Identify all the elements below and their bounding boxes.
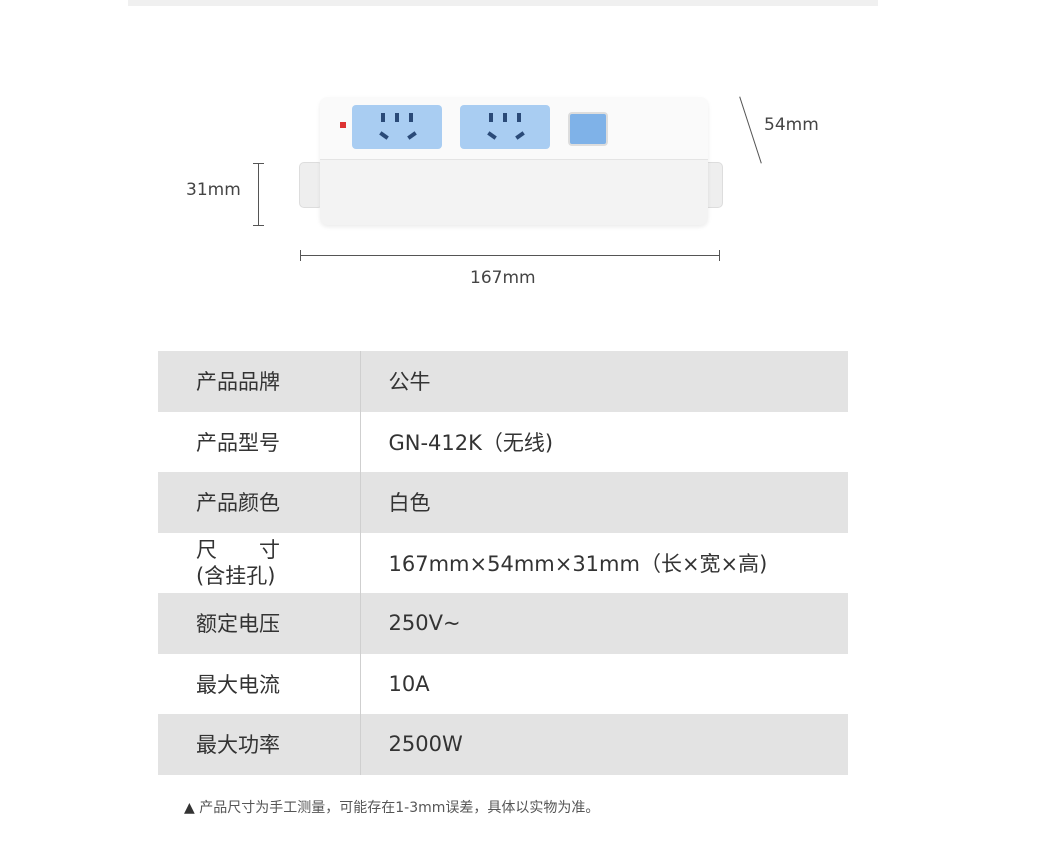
length-dim-line: [300, 255, 720, 256]
note-text: 产品尺寸为手工测量，可能存在1-3mm误差，具体以实物为准。: [199, 800, 600, 816]
power-strip: [320, 97, 708, 225]
table-row: 最大电流 10A: [158, 653, 848, 714]
indicator-light: [340, 122, 346, 128]
spec-value: GN-412K（无线): [388, 430, 554, 455]
table-row: 尺 寸 (含挂孔) 167mm×54mm×31mm（长×宽×高): [158, 532, 848, 593]
spec-key: 尺 寸 (含挂孔): [158, 532, 361, 593]
spec-key: 最大功率: [158, 714, 361, 775]
spec-table: 产品品牌公牛 产品型号 GN-412K（无线) 产品颜色白色 尺 寸 (含挂孔) 1…: [158, 351, 848, 775]
spec-value: 167mm×54mm×31mm（长×宽×高): [388, 551, 768, 576]
length-label: 167mm: [470, 268, 536, 288]
hanging-ear-left: [299, 162, 323, 208]
depth-label: 54mm: [764, 115, 819, 135]
spec-value: 250V~: [360, 593, 848, 654]
table-row: 产品品牌公牛: [158, 351, 848, 412]
spec-key: 产品颜色: [158, 472, 361, 533]
spec-value: 白色: [360, 472, 848, 533]
measurement-note: ▲ 产品尺寸为手工测量，可能存在1-3mm误差，具体以实物为准。: [184, 797, 599, 817]
spec-key: 产品型号: [158, 411, 361, 472]
socket-2: [460, 105, 550, 149]
spec-key: 产品品牌: [158, 351, 361, 412]
height-label: 31mm: [186, 180, 241, 200]
spec-key: 额定电压: [158, 593, 361, 654]
power-switch: [568, 112, 608, 146]
spec-value: 10A: [388, 671, 430, 696]
spec-key: 最大电流: [158, 653, 361, 714]
warning-icon: ▲: [184, 800, 195, 816]
spec-value: 2500W: [360, 714, 848, 775]
table-row: 产品型号 GN-412K（无线): [158, 411, 848, 472]
spec-value: 公牛: [360, 351, 848, 412]
socket-1: [352, 105, 442, 149]
top-band: [128, 0, 878, 6]
height-dim-line: [258, 163, 259, 225]
table-row: 产品颜色白色: [158, 472, 848, 533]
depth-dim-line: [739, 96, 762, 164]
